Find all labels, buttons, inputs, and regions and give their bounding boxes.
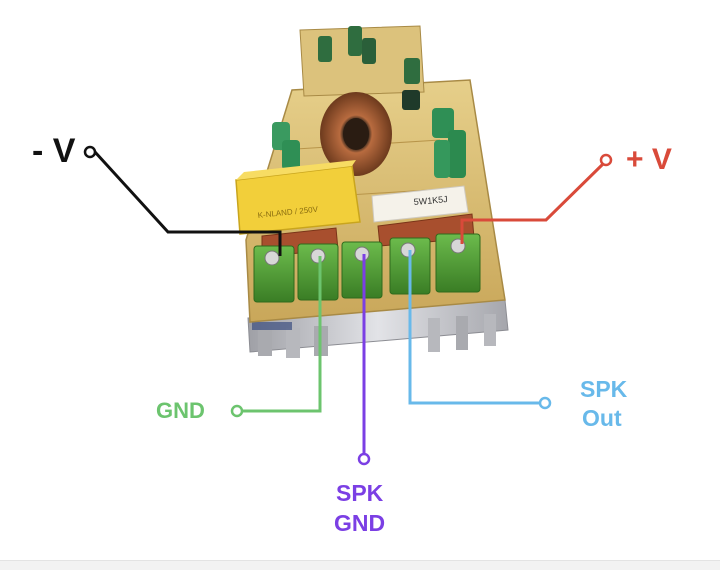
resistor-marking: 5W1K5J: [413, 194, 448, 207]
bottom-edge-bar: [0, 560, 720, 570]
relay: K-NLAND / 250V: [235, 160, 361, 235]
label-spk-gnd-line1: SPK: [336, 480, 384, 506]
label-neg-v: - V: [32, 132, 76, 170]
wire-spk-gnd: [357, 254, 371, 466]
label-spk-gnd-line2: GND: [334, 510, 386, 536]
terminal-pos-v: [435, 233, 481, 293]
label-pos-v: + V: [626, 143, 672, 176]
terminal-gnd: [297, 243, 339, 301]
power-resistor: 5W1K5J: [371, 185, 469, 223]
label-spk-out-line2: Out: [582, 405, 622, 431]
wire-spk-out: [408, 250, 552, 410]
electrolytic-capacitors: [272, 26, 466, 178]
wire-neg-v: [83, 145, 282, 256]
wire-gnd: [230, 256, 322, 418]
toroid-inductor: [320, 92, 392, 176]
wire-pos-v: [460, 153, 613, 244]
terminal-spk-gnd: [341, 241, 383, 299]
terminal-neg-v: [253, 245, 295, 303]
label-gnd: GND: [156, 398, 205, 423]
label-spk-out-line1: SPK: [580, 376, 628, 402]
